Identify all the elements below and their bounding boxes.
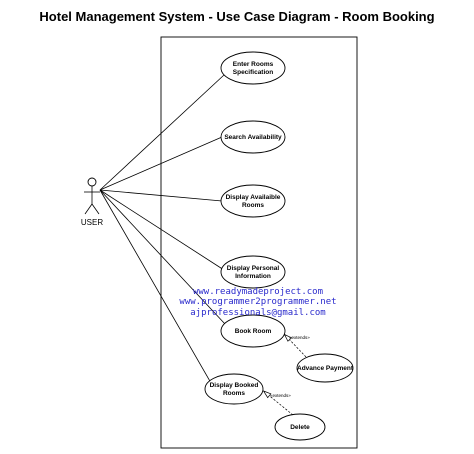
extends-delete: «extends»	[262, 390, 294, 416]
extends-advance-payment: «extends»	[283, 333, 310, 358]
use-case-ellipse	[220, 120, 286, 154]
use-case-ellipse	[274, 413, 326, 441]
use-case-delete: Delete	[274, 413, 326, 441]
actor-label: USER	[81, 218, 103, 227]
association-display-personal	[99, 189, 225, 271]
use-case-label-line2: Specification	[233, 69, 273, 76]
actor-user: USER	[81, 177, 103, 227]
extends-label: «extends»	[289, 335, 310, 340]
association-enter-rooms	[99, 74, 225, 191]
use-case-ellipse	[220, 51, 286, 85]
extends-arrowhead	[262, 390, 272, 399]
use-case-ellipse	[220, 314, 286, 348]
system-boundary	[160, 36, 358, 449]
use-case-ellipse	[220, 255, 286, 289]
use-case-label-line1: Display Availaible	[226, 194, 281, 201]
actor-right-leg	[91, 203, 100, 215]
use-case-ellipse	[220, 184, 286, 218]
actor-head	[87, 177, 97, 187]
use-case-display-personal-information: Display Personal Information	[220, 255, 286, 289]
association-book-room	[99, 189, 226, 325]
use-case-display-available-rooms: Display Availaible Rooms	[220, 184, 286, 218]
use-case-label-line1: Search Availability	[224, 134, 282, 141]
association-search-availability	[99, 136, 223, 191]
use-case-search-availability: Search Availability	[220, 120, 286, 154]
use-case-advance-payment: Advance Payment	[296, 353, 354, 383]
actor-left-leg	[84, 203, 93, 215]
association-display-available	[99, 189, 223, 202]
use-case-book-room: Book Room	[220, 314, 286, 348]
use-case-label-line1: Display Booked	[210, 382, 259, 389]
use-case-label-line2: Rooms	[242, 202, 264, 209]
extends-line	[265, 392, 294, 416]
extends-line	[286, 336, 307, 358]
use-case-label-line1: Display Personal	[227, 265, 280, 272]
use-case-display-booked-rooms: Display Booked Rooms	[204, 373, 264, 405]
association-display-booked	[99, 189, 212, 384]
use-case-enter-rooms-specification: Enter Rooms Specification	[220, 51, 286, 85]
use-case-ellipse	[296, 353, 354, 383]
use-case-label-line1: Advance Payment	[297, 365, 354, 372]
watermark: www.readymadeproject.com www.programmer2…	[179, 287, 336, 318]
use-case-label-line2: Information	[235, 273, 271, 280]
extends-arrowhead	[283, 333, 293, 342]
use-case-label-line1: Delete	[290, 424, 310, 431]
watermark-line1: www.readymadeproject.com	[193, 287, 323, 297]
watermark-line2: www.programmer2programmer.net	[179, 297, 336, 307]
use-case-label-line1: Enter Rooms	[233, 61, 274, 68]
extends-label: «extends»	[270, 393, 291, 398]
watermark-line3: ajprofessionals@gmail.com	[190, 308, 325, 318]
use-case-ellipse	[204, 373, 264, 405]
diagram-title: Hotel Management System - Use Case Diagr…	[39, 9, 434, 24]
associations	[99, 74, 226, 384]
use-case-label-line1: Book Room	[235, 328, 272, 335]
use-case-label-line2: Rooms	[223, 390, 245, 397]
